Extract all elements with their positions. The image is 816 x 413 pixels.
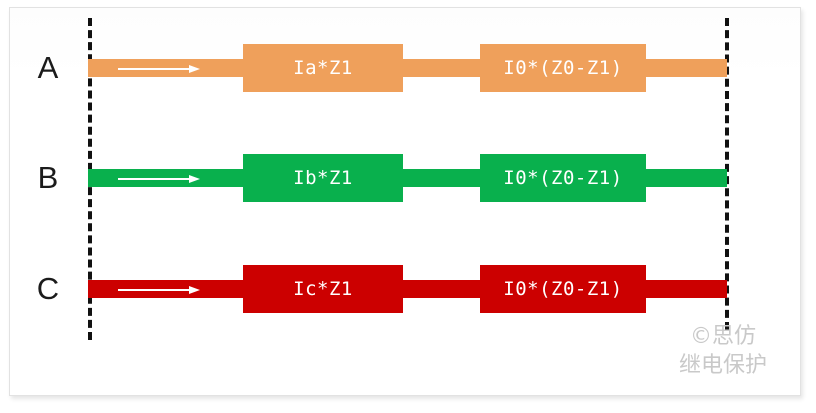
phase-a-block-2-label: I0*(Z0-Z1) <box>503 57 623 79</box>
phase-label-a: A <box>37 50 59 85</box>
phase-c-block-1: Ic*Z1 <box>243 265 403 313</box>
watermark: ©思仿 继电保护 <box>648 322 798 380</box>
phase-label-b: B <box>37 160 59 195</box>
arrow-shaft <box>118 288 190 291</box>
phase-b-block-1: Ib*Z1 <box>243 154 403 202</box>
phase-b-block-2: I0*(Z0-Z1) <box>480 154 646 202</box>
phase-row-a: A Ia*Z1 I0*(Z0-Z1) <box>0 38 816 98</box>
phase-b-block-2-label: I0*(Z0-Z1) <box>503 167 623 189</box>
right-arrow-icon <box>118 286 200 294</box>
phase-a-block-2: I0*(Z0-Z1) <box>480 44 646 92</box>
phase-c-block-2: I0*(Z0-Z1) <box>480 265 646 313</box>
arrow-shaft <box>118 67 190 70</box>
right-arrow-icon <box>118 65 200 73</box>
phase-a-block-1: Ia*Z1 <box>243 44 403 92</box>
phase-row-b: B Ib*Z1 I0*(Z0-Z1) <box>0 148 816 208</box>
right-arrow-icon <box>118 175 200 183</box>
phase-b-block-1-label: Ib*Z1 <box>293 167 353 189</box>
bus-line-right <box>725 18 729 330</box>
watermark-line-2: 继电保护 <box>678 353 767 378</box>
arrow-shaft <box>118 177 190 180</box>
arrow-head <box>189 175 200 183</box>
phase-label-c: C <box>36 271 60 306</box>
arrow-head <box>189 286 200 294</box>
phase-a-block-1-label: Ia*Z1 <box>293 57 353 79</box>
phase-row-c: C Ic*Z1 I0*(Z0-Z1) <box>0 259 816 319</box>
phase-c-block-1-label: Ic*Z1 <box>293 278 353 300</box>
phase-c-block-2-label: I0*(Z0-Z1) <box>503 278 623 300</box>
arrow-head <box>189 65 200 73</box>
watermark-line-1: ©思仿 <box>689 324 756 349</box>
